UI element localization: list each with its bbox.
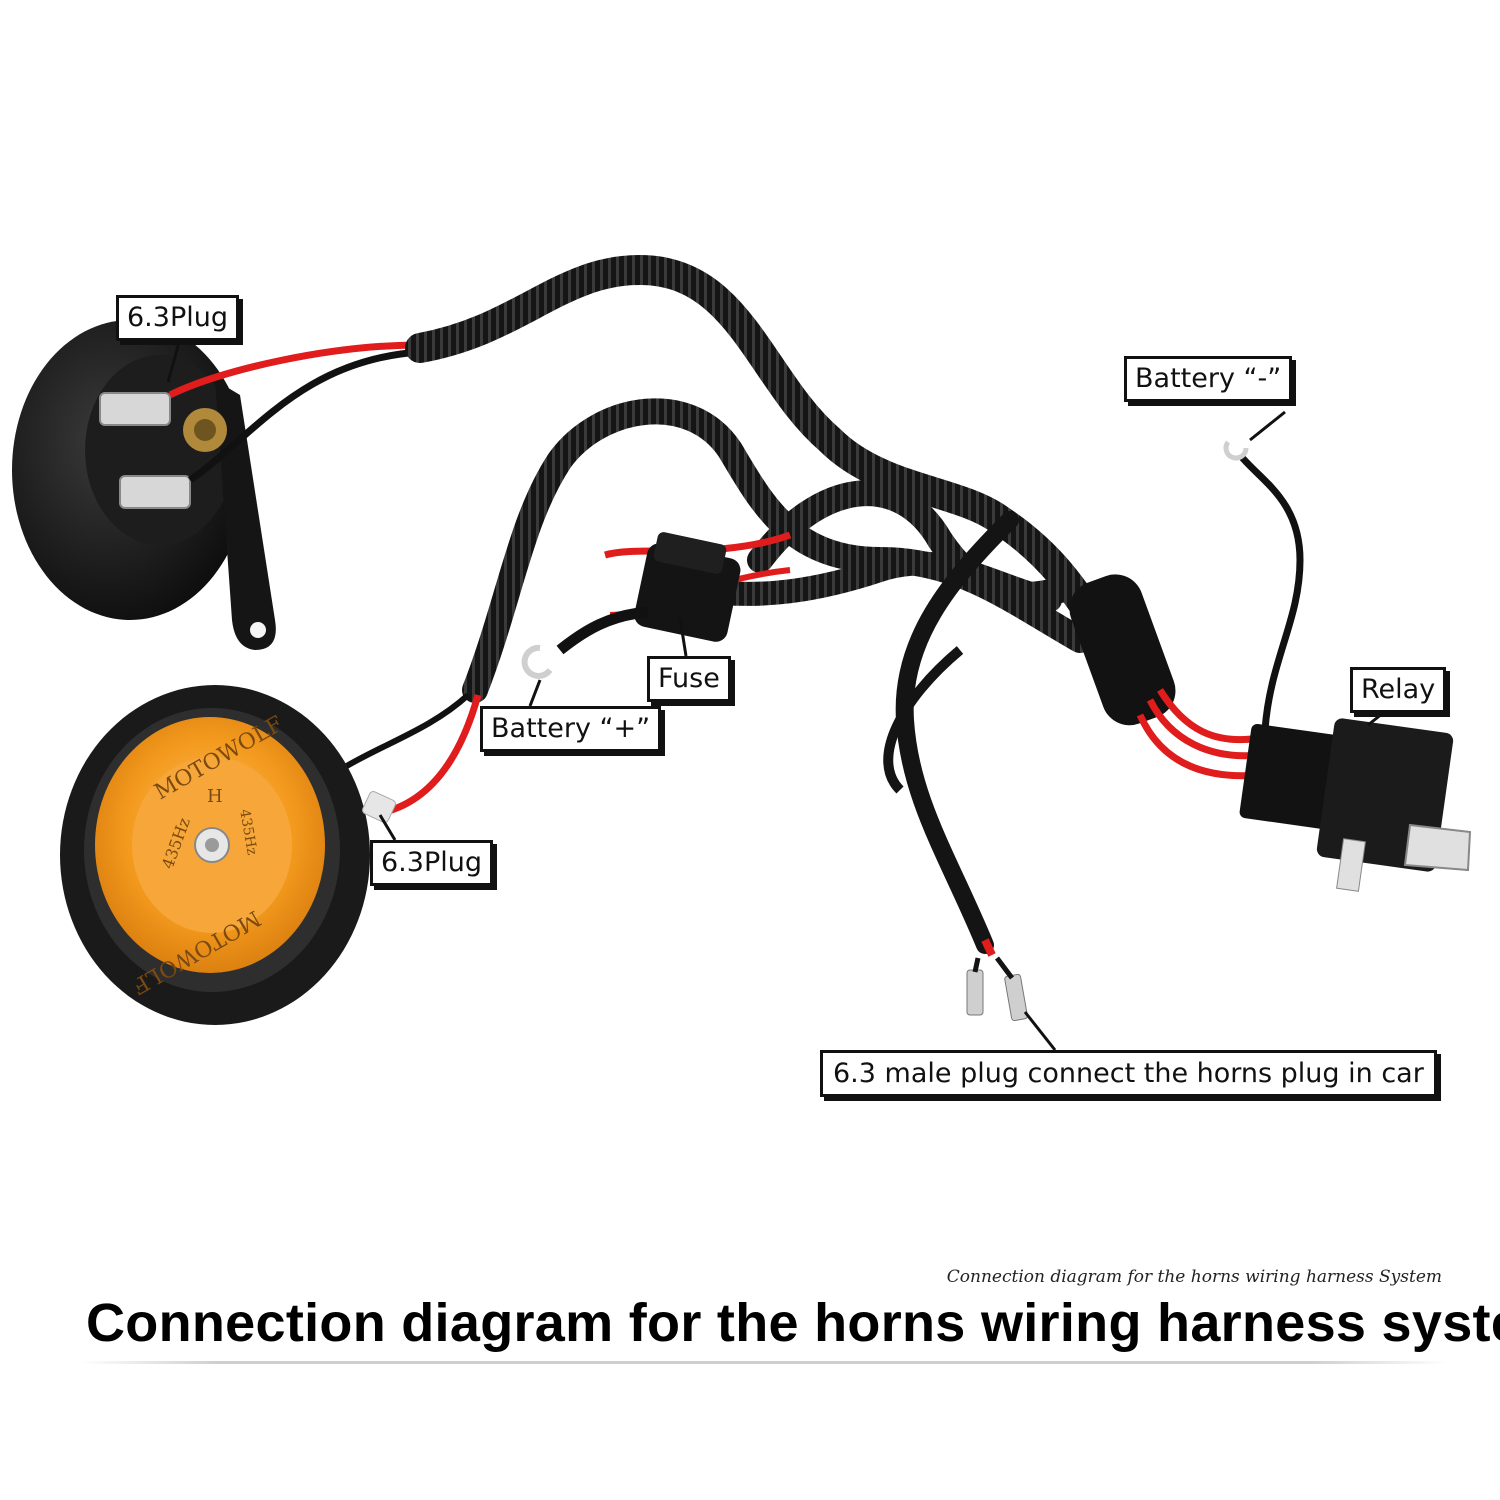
label-relay: Relay [1350,667,1447,713]
fuse-holder [634,532,741,642]
harness-loom [405,254,1176,726]
horn-letter-text: H [207,786,223,807]
twisted-wire-branch [883,646,964,794]
relay-red-wires [1146,698,1261,760]
red-wire-top-horn [168,341,421,399]
label-6-3plug-top: 6.3Plug [116,295,239,341]
battery-positive-lead [556,606,649,655]
label-battery-negative: Battery “-” [1124,356,1293,402]
red-wire-bottom-horn [384,694,482,816]
label-battery-positive: Battery “+” [480,706,662,752]
relay-unit [1239,718,1472,892]
battery-negative-wire [1237,452,1304,731]
caption-main: Connection diagram for the horns wiring … [86,1293,1500,1353]
label-fuse: Fuse [647,656,731,702]
male-plug-terminal-right [1004,973,1028,1022]
caption-small: Connection diagram for the horns wiring … [946,1267,1442,1287]
callout-pointers [166,331,1393,1051]
male-plug-red-wire [981,938,996,957]
label-6-3plug-bottom: 6.3Plug [370,840,493,886]
battery-negative-ring [1223,440,1249,461]
black-wire-top-horn [188,348,421,483]
black-wire-bottom-horn [338,692,471,773]
caption-divider [80,1361,1448,1364]
horn-frequency-text-right: 435Hz [236,808,260,856]
label-male-plug: 6.3 male plug connect the horns plug in … [820,1050,1437,1097]
male-plug-terminal-left [966,969,984,1016]
battery-positive-ring [521,644,553,679]
black-horn [12,320,276,650]
orange-horn: MOTOWOLF MOTOWOLF 435Hz 435Hz H [60,685,396,1025]
